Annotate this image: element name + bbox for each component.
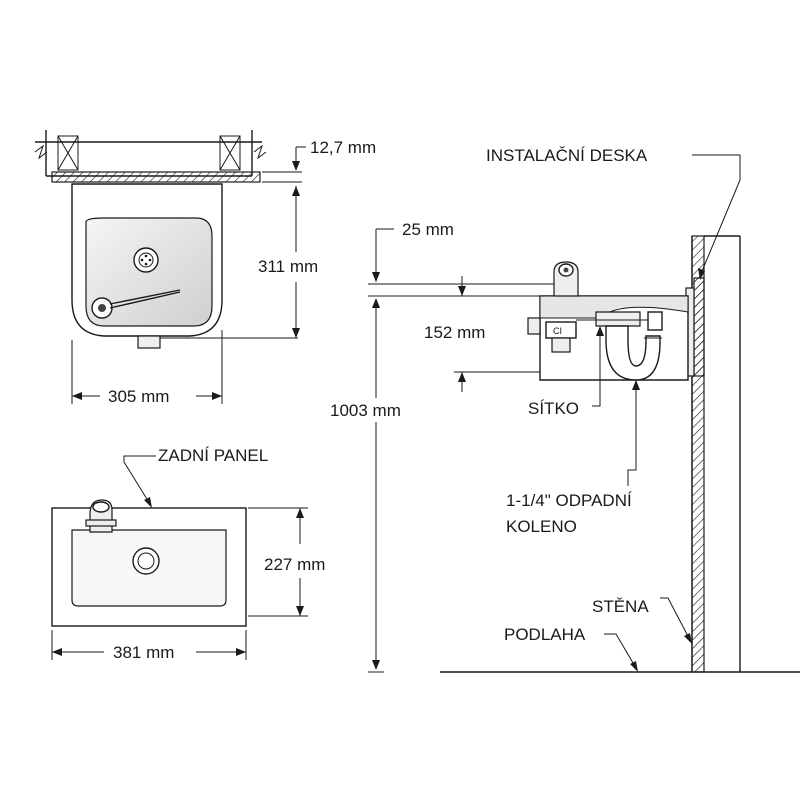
- side-view-fountain: CI: [527, 261, 689, 381]
- dim-top-depth: 311 mm: [258, 186, 318, 338]
- top-view-wall: [34, 130, 267, 177]
- top-view-drain-stub: [137, 335, 161, 349]
- label-drain-elbow-1: 1-1/4" ODPADNÍ: [506, 491, 632, 510]
- callout-drain-elbow: 1-1/4" ODPADNÍ KOLENO: [506, 380, 640, 536]
- callout-strainer: SÍTKO: [528, 326, 604, 418]
- dim-back-height: 227 mm: [248, 507, 325, 617]
- label-back-panel: ZADNÍ PANEL: [158, 446, 268, 465]
- callout-floor: PODLAHA: [504, 625, 638, 672]
- label-top-depth: 311 mm: [258, 257, 318, 276]
- dim-top-width: 305 mm: [71, 330, 223, 406]
- dim-back-width: 381 mm: [51, 630, 247, 662]
- top-view: 12,7 mm 311 mm 305 mm: [34, 130, 376, 406]
- label-floor: PODLAHA: [504, 625, 586, 644]
- back-panel-drain: [132, 547, 160, 575]
- dim-floor-to-rim: 1003 mm: [330, 298, 401, 673]
- top-view-bubbler: [91, 289, 181, 319]
- side-view: CI 25 mm 152 mm: [330, 146, 800, 673]
- label-strainer: SÍTKO: [528, 399, 579, 418]
- dim-spout-height: 25 mm: [368, 220, 554, 297]
- back-panel-bubbler: [85, 499, 117, 533]
- top-view-drain: [133, 247, 159, 273]
- label-top-width: 305 mm: [108, 387, 169, 406]
- label-mount-plate: INSTALAČNÍ DESKA: [486, 146, 648, 165]
- svg-text:CI: CI: [553, 326, 562, 336]
- dim-top-thickness: 12,7 mm: [262, 138, 376, 183]
- side-view-plate: [693, 277, 705, 377]
- label-top-thickness: 12,7 mm: [310, 138, 376, 157]
- label-back-height: 227 mm: [264, 555, 325, 574]
- label-drain-elbow-2: KOLENO: [506, 517, 577, 536]
- label-wall: STĚNA: [592, 597, 649, 616]
- label-body-height: 152 mm: [424, 323, 485, 342]
- label-back-width: 381 mm: [113, 643, 174, 662]
- label-spout-height: 25 mm: [402, 220, 454, 239]
- top-view-plate: [51, 171, 261, 183]
- label-floor-to-rim: 1003 mm: [330, 401, 401, 420]
- dim-body-height: 152 mm: [424, 276, 540, 392]
- back-view: ZADNÍ PANEL 227 mm: [51, 446, 325, 662]
- callout-wall: STĚNA: [592, 597, 692, 644]
- callout-mount-plate: INSTALAČNÍ DESKA: [486, 146, 741, 280]
